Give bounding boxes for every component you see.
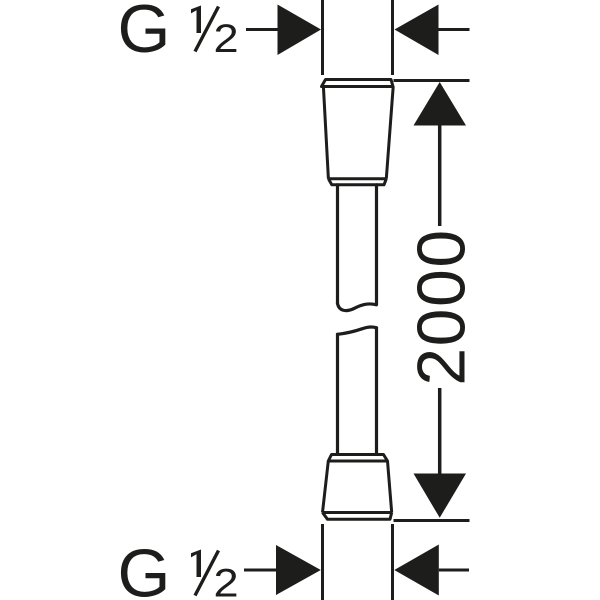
svg-text:2: 2 [214,561,239,600]
svg-text:2000: 2000 [403,228,479,385]
svg-text:G: G [118,536,171,600]
svg-text:G: G [118,0,171,67]
svg-text:2: 2 [214,16,239,61]
